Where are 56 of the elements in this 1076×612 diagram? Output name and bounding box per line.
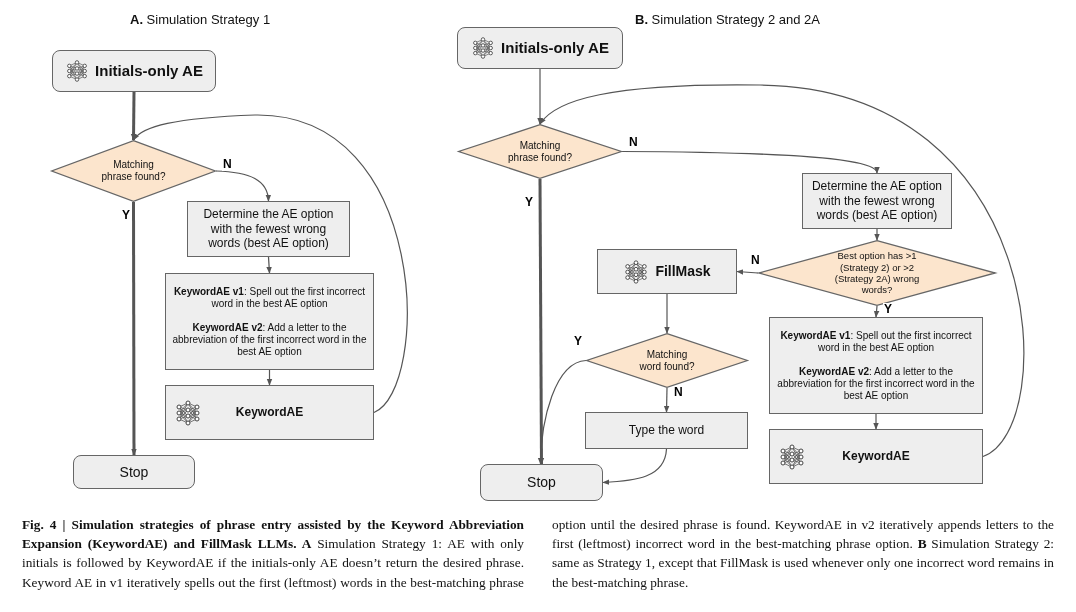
node-text: KeywordAE v2: Add a letter to the abbreviation for the first incorrect word in the best AE option bbox=[776, 365, 976, 402]
node-text: KeywordAE v1: Spell out the first incorrect word in the best AE option bbox=[779, 329, 973, 354]
arrow bbox=[602, 448, 668, 485]
arrow bbox=[664, 293, 670, 334]
panel-title: B. Simulation Strategy 2 and 2A bbox=[635, 12, 820, 27]
process-box bbox=[165, 385, 374, 440]
process-box bbox=[769, 317, 983, 414]
process-box bbox=[597, 249, 737, 294]
arrow bbox=[537, 68, 543, 125]
process-box bbox=[585, 412, 748, 449]
arrow bbox=[539, 84, 1025, 458]
terminal-box bbox=[73, 455, 195, 489]
arrow bbox=[132, 114, 408, 414]
arrow bbox=[266, 369, 273, 386]
process-box bbox=[187, 201, 350, 257]
arrow bbox=[873, 305, 880, 318]
node-text: Stop bbox=[527, 474, 556, 491]
node-text: Matching word found? bbox=[638, 348, 696, 373]
terminal-box bbox=[457, 27, 623, 69]
arrow bbox=[621, 150, 878, 174]
arrow bbox=[873, 413, 879, 430]
figure-caption: Fig. 4 | Simulation strategies of phrase entry assisted by the Keyword Abbreviation Expansion (KeywordAE) and FillMask LLMs. A Simulation Strategy 1: AE with only initials is followed by KeywordAE if the initials-only AE doesn’t return the desired phrase. Keyword AE in v1 iteratively spells out the first (leftmost) words in the best-matching phrase option until the desired phrase is found. KeywordAE in v2 iteratively appends letters to the first (leftmost) incorrect word in the best-matching phrase option. B Simulation Strategy 2: same as Strategy 1, except that FillMask is used whenever only one incorrect word remains in the best-matching phrase. bbox=[22, 516, 1054, 592]
arrow bbox=[266, 256, 272, 274]
arrow bbox=[874, 228, 880, 241]
decision-diamond bbox=[458, 124, 622, 179]
node-text: KeywordAE bbox=[235, 405, 304, 420]
node-text: FillMask bbox=[655, 263, 711, 280]
node-text: Determine the AE option with the fewest wrong words (best AE option) bbox=[810, 179, 944, 223]
node-text: Best option has >1 (Strategy 2) or >2 (Strategy 2A) wrong words? bbox=[833, 250, 921, 296]
arrow bbox=[736, 269, 759, 275]
process-box bbox=[802, 173, 952, 229]
decision-diamond bbox=[758, 240, 996, 306]
node-text: Type the word bbox=[628, 423, 705, 438]
arrow bbox=[131, 202, 137, 456]
node-text: Initials-only AE bbox=[95, 62, 203, 80]
arrow bbox=[538, 179, 545, 465]
decision-diamond bbox=[586, 333, 748, 388]
node-text: Matching phrase found? bbox=[101, 159, 166, 183]
panel-title: A. Simulation Strategy 1 bbox=[130, 12, 271, 27]
arrow bbox=[537, 359, 587, 465]
terminal-box bbox=[52, 50, 216, 92]
arrow bbox=[663, 387, 670, 413]
node-text: Matching phrase found? bbox=[508, 139, 572, 164]
decision-diamond bbox=[51, 140, 216, 202]
node-text: KeywordAE bbox=[842, 449, 910, 464]
node-text: Determine the AE option with the fewest wrong words (best AE option) bbox=[202, 207, 335, 251]
arrow bbox=[130, 92, 137, 141]
node-text: KeywordAE v2: Add a letter to the abbreviation of the first incorrect word in the best AE option bbox=[172, 321, 367, 358]
node-text: Stop bbox=[119, 463, 149, 481]
node-text: Initials-only AE bbox=[501, 39, 609, 57]
terminal-box bbox=[480, 464, 603, 501]
node-text: KeywordAE v1: Spell out the first incorrect word in the best AE option bbox=[172, 285, 367, 310]
process-box bbox=[165, 273, 374, 370]
process-box bbox=[769, 429, 983, 484]
arrow bbox=[215, 170, 271, 202]
edge-label: N bbox=[222, 158, 233, 172]
